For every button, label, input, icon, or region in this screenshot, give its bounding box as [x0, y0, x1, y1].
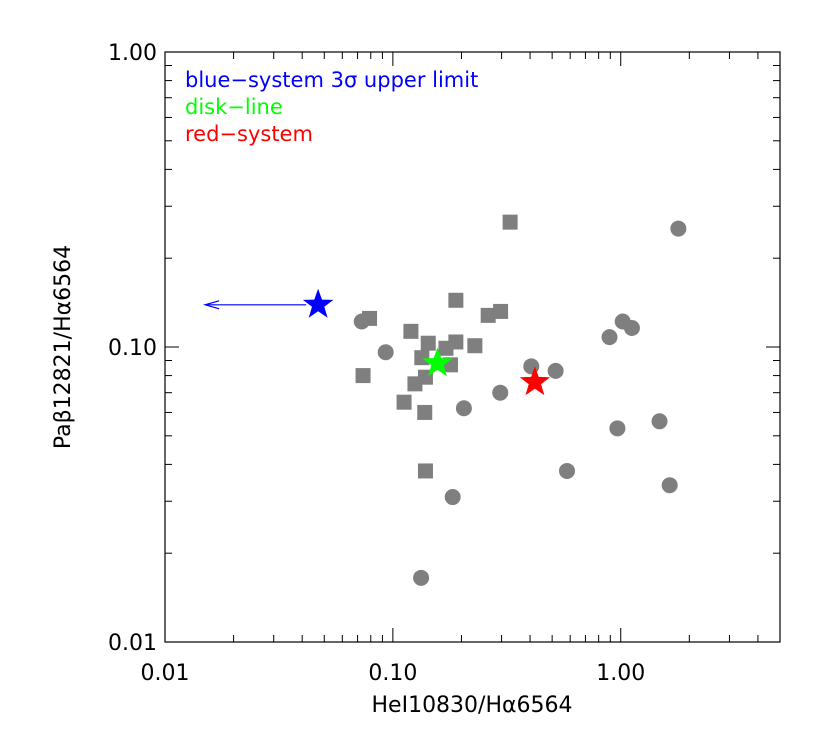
circle-point	[601, 329, 618, 346]
circle-point	[377, 344, 394, 361]
star-disk-line	[422, 347, 453, 377]
circle-point	[558, 462, 575, 479]
star-red-system	[519, 366, 551, 396]
y-tick-label: 1.00	[108, 41, 157, 66]
square-point	[448, 292, 464, 308]
x-axis-label: HeI10830/Hα6564	[372, 693, 573, 718]
square-point	[493, 303, 509, 319]
star-blue-system	[302, 288, 334, 318]
square-point	[417, 463, 433, 479]
circle-point	[444, 489, 461, 506]
circle-point	[547, 362, 564, 379]
legend: blue−system 3σ upper limit disk−line red…	[185, 68, 478, 146]
square-point	[502, 214, 518, 230]
y-axis-label: Paβ12821/Hα6564	[51, 245, 76, 449]
legend-item-blue-system: blue−system 3σ upper limit	[185, 68, 478, 92]
circle-point	[609, 420, 626, 437]
circle-point	[455, 400, 472, 417]
y-tick-label: 0.10	[108, 336, 157, 361]
circle-point	[670, 220, 687, 237]
square-point	[467, 338, 483, 354]
square-point	[396, 394, 412, 410]
circle-point	[492, 384, 509, 401]
square-point	[420, 335, 436, 351]
square-point	[480, 307, 496, 323]
tick-labels: 0.01 0.10 1.00 0.01 0.10 1.00	[108, 41, 645, 686]
square-point	[417, 404, 433, 420]
circle-point	[413, 569, 430, 586]
data-marks	[202, 214, 687, 586]
y-tick-label: 0.01	[108, 631, 157, 656]
circle-point	[353, 313, 370, 330]
legend-item-red-system: red−system	[185, 122, 313, 146]
upper-limit-arrowhead	[202, 300, 220, 310]
legend-item-disk-line: disk−line	[185, 95, 283, 119]
x-tick-label: 1.00	[596, 661, 645, 686]
circle-point	[623, 319, 640, 336]
x-tick-label: 0.01	[141, 661, 190, 686]
circle-point	[651, 413, 668, 430]
x-tick-label: 0.10	[368, 661, 417, 686]
axis-ticks	[164, 51, 781, 643]
square-point	[355, 368, 371, 384]
square-point	[414, 350, 430, 366]
circle-point	[661, 477, 678, 494]
square-point	[448, 334, 464, 350]
square-point	[403, 323, 419, 339]
